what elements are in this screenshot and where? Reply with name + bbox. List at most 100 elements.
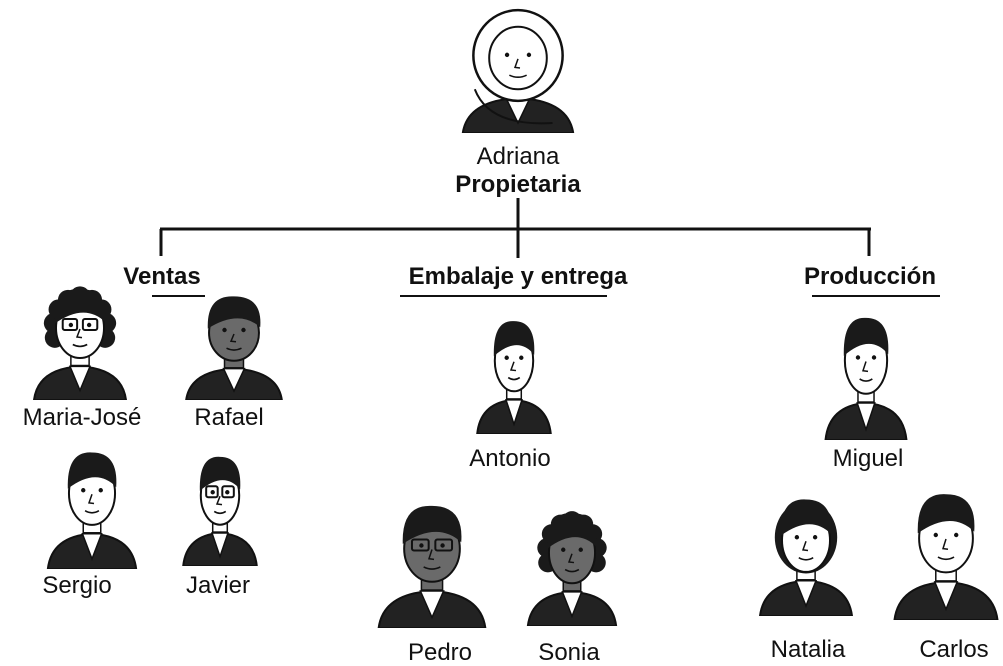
nose-line	[567, 553, 575, 564]
portrait-carlos	[893, 494, 999, 620]
eye-left	[210, 490, 215, 495]
collar-shape	[222, 367, 246, 393]
eye-right	[440, 543, 445, 548]
member-name-pedro: Pedro	[407, 639, 473, 666]
eye-left	[222, 327, 227, 333]
face-shape	[488, 25, 548, 91]
hair-top	[402, 505, 462, 544]
eye-right	[871, 355, 877, 360]
collar-shape	[419, 590, 445, 620]
mouth-line	[72, 343, 88, 348]
glasses-lens-right	[221, 485, 235, 499]
nose-line	[801, 541, 809, 552]
hair-top	[493, 321, 535, 357]
eye-right	[225, 490, 230, 495]
mouth-line	[937, 556, 955, 561]
nose-line	[942, 538, 949, 551]
portrait-sonia	[526, 511, 618, 626]
glasses-lens-left	[205, 485, 219, 499]
portrait-javier	[182, 456, 258, 566]
portrait-miguel	[824, 317, 908, 440]
mouth-line	[859, 378, 873, 382]
member-name-sergio: Sergio	[42, 572, 112, 599]
nose-line	[229, 333, 237, 343]
eye-right	[954, 532, 959, 538]
collar-shape	[856, 402, 876, 432]
collar-shape	[68, 365, 92, 393]
portrait-natalia	[758, 499, 854, 616]
collar-shape	[933, 581, 959, 612]
glasses-lens-right	[81, 318, 99, 331]
nose-line	[513, 58, 521, 69]
member-name-rafael: Rafael	[194, 404, 264, 431]
nose-line	[75, 328, 83, 339]
hair-top	[843, 317, 889, 356]
member-name-miguel: Miguel	[832, 445, 904, 472]
member-name-carlos: Carlos	[919, 636, 989, 663]
eye-right	[519, 355, 524, 360]
mouth-line	[507, 376, 521, 381]
eye-left	[794, 535, 800, 540]
portrait-sergio	[46, 452, 138, 569]
collar-shape	[561, 591, 583, 619]
eye-left	[419, 543, 424, 548]
mouth-line	[226, 347, 242, 351]
nose-line	[215, 495, 223, 506]
eye-right	[578, 547, 583, 552]
portrait-pedro	[377, 505, 487, 628]
member-name-sonia: Sonia	[538, 639, 600, 666]
nose-line	[428, 549, 435, 561]
nose-line	[509, 361, 517, 372]
eye-left	[81, 488, 86, 493]
glasses-lens-right	[434, 538, 454, 552]
member-name-javier: Javier	[185, 572, 251, 599]
mouth-line	[564, 568, 580, 573]
portrait-antonio	[476, 321, 552, 434]
mouth-line	[423, 566, 441, 570]
eye-right	[98, 488, 103, 493]
eye-right	[526, 52, 532, 58]
hair-top	[917, 494, 975, 534]
eye-right	[86, 322, 92, 328]
portrait-maria-jose	[32, 286, 128, 400]
eye-left	[933, 532, 938, 538]
nose-line	[862, 361, 869, 373]
hair-top	[54, 288, 106, 324]
collar-shape	[81, 532, 103, 562]
dept-title-produccion: Producción	[803, 263, 937, 290]
mouth-line	[509, 74, 527, 79]
mouth-line	[213, 510, 227, 515]
owner-name: Adriana	[476, 143, 560, 170]
eye-left	[561, 547, 566, 552]
hair-top	[67, 452, 117, 489]
member-name-natalia: Natalia	[770, 636, 846, 663]
mouth-line	[798, 557, 814, 561]
hijab-fold	[473, 88, 553, 125]
nose-line	[87, 494, 95, 505]
hair-top	[547, 513, 597, 549]
collar-shape	[504, 399, 524, 427]
hair-top	[207, 296, 261, 329]
eye-right	[241, 327, 246, 333]
glasses-lens-left	[410, 538, 430, 552]
dept-title-ventas: Ventas	[123, 263, 201, 290]
glasses-lens-left	[61, 318, 79, 331]
eye-left	[855, 355, 861, 360]
eye-right	[812, 535, 818, 540]
hair-top	[780, 499, 832, 536]
dept-title-embalaje: Embalaje y entrega	[408, 263, 628, 290]
member-name-maria-jose: Maria-José	[22, 404, 142, 431]
eye-left	[504, 355, 509, 360]
hair-top	[199, 456, 241, 491]
owner-role: Propietaria	[455, 171, 581, 198]
collar-shape	[210, 532, 230, 559]
portrait-adriana	[461, 8, 575, 133]
eye-left	[68, 322, 74, 328]
collar-shape	[794, 579, 818, 608]
portrait-rafael	[185, 296, 283, 400]
eye-left	[504, 52, 510, 58]
member-name-antonio: Antonio	[469, 445, 551, 472]
mouth-line	[84, 510, 100, 514]
